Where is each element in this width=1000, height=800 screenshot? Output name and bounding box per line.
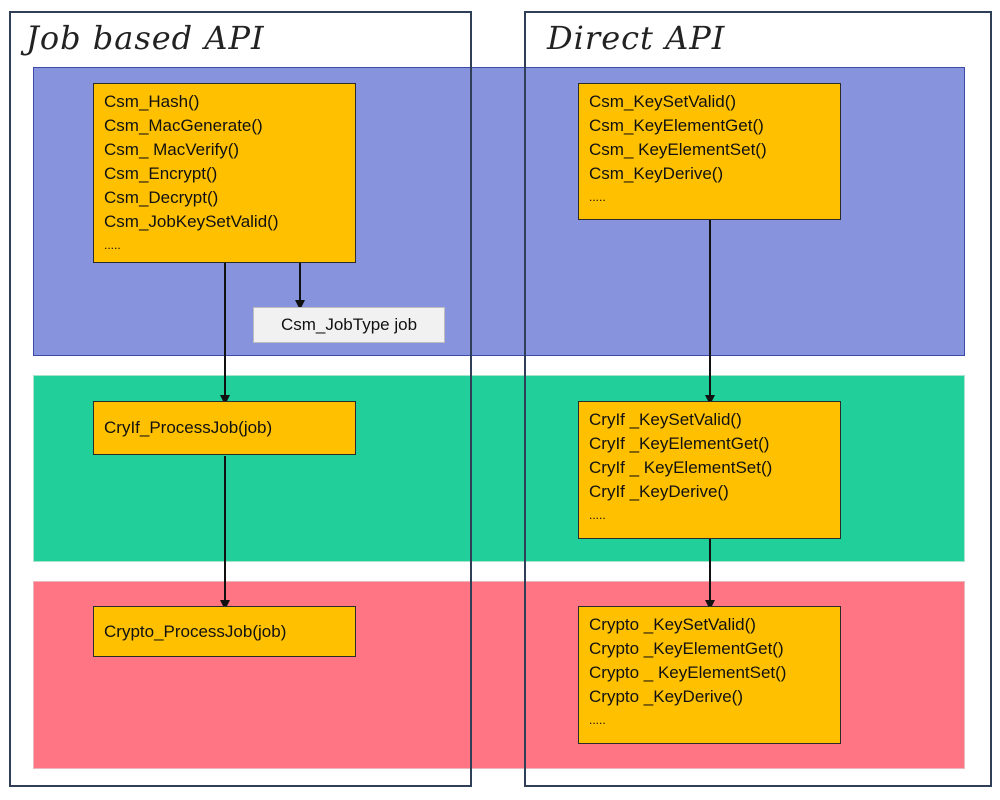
csm-job-api-item: Csm_Decrypt()	[104, 188, 219, 207]
job-based-api-column	[9, 11, 472, 787]
crypto-direct-api-item: Crypto _KeySetValid()	[589, 615, 756, 634]
direct-api-column	[524, 11, 992, 787]
csm-job-api-item: Csm_MacGenerate()	[104, 116, 263, 135]
csm-direct-api-item: Csm_KeyElementGet()	[589, 116, 764, 135]
cryif-processjob-box: CryIf_ProcessJob(job)	[93, 401, 356, 455]
csm-job-api-item: Csm_JobKeySetValid()	[104, 212, 279, 231]
csm-job-api-box: Csm_Hash() Csm_MacGenerate() Csm_ MacVer…	[93, 83, 356, 263]
cryif-direct-api-item: CryIf _KeyElementGet()	[589, 434, 770, 453]
job-based-api-title: Job based API	[26, 19, 265, 57]
crypto-direct-api-item: Crypto _KeyElementGet()	[589, 639, 784, 658]
crypto-direct-api-box: Crypto _KeySetValid() Crypto _KeyElement…	[578, 606, 841, 744]
csm-direct-api-item: Csm_KeySetValid()	[589, 92, 737, 111]
csm-direct-api-box: Csm_KeySetValid() Csm_KeyElementGet() Cs…	[578, 83, 841, 220]
crypto-direct-api-item: Crypto _KeyDerive()	[589, 687, 743, 706]
cryif-direct-api-item: CryIf _KeyDerive()	[589, 482, 729, 501]
crypto-direct-api-ellipsis: .....	[589, 713, 606, 727]
csm-job-api-item: Csm_Encrypt()	[104, 164, 218, 183]
csm-job-api-ellipsis: .....	[104, 238, 121, 252]
cryif-direct-api-ellipsis: .....	[589, 508, 606, 522]
csm-direct-api-item: Csm_ KeyElementSet()	[589, 140, 767, 159]
job-type-param-box: Csm_JobType job	[253, 307, 445, 343]
csm-direct-api-item: Csm_KeyDerive()	[589, 164, 724, 183]
crypto-processjob-box: Crypto_ProcessJob(job)	[93, 606, 356, 657]
cryif-direct-api-item: CryIf _ KeyElementSet()	[589, 458, 773, 477]
crypto-direct-api-item: Crypto _ KeyElementSet()	[589, 663, 787, 682]
cryif-direct-api-box: CryIf _KeySetValid() CryIf _KeyElementGe…	[578, 401, 841, 539]
csm-job-api-item: Csm_ MacVerify()	[104, 140, 240, 159]
csm-job-api-item: Csm_Hash()	[104, 92, 200, 111]
csm-direct-api-ellipsis: .....	[589, 190, 606, 204]
cryif-direct-api-item: CryIf _KeySetValid()	[589, 410, 742, 429]
direct-api-title: Direct API	[547, 19, 726, 57]
